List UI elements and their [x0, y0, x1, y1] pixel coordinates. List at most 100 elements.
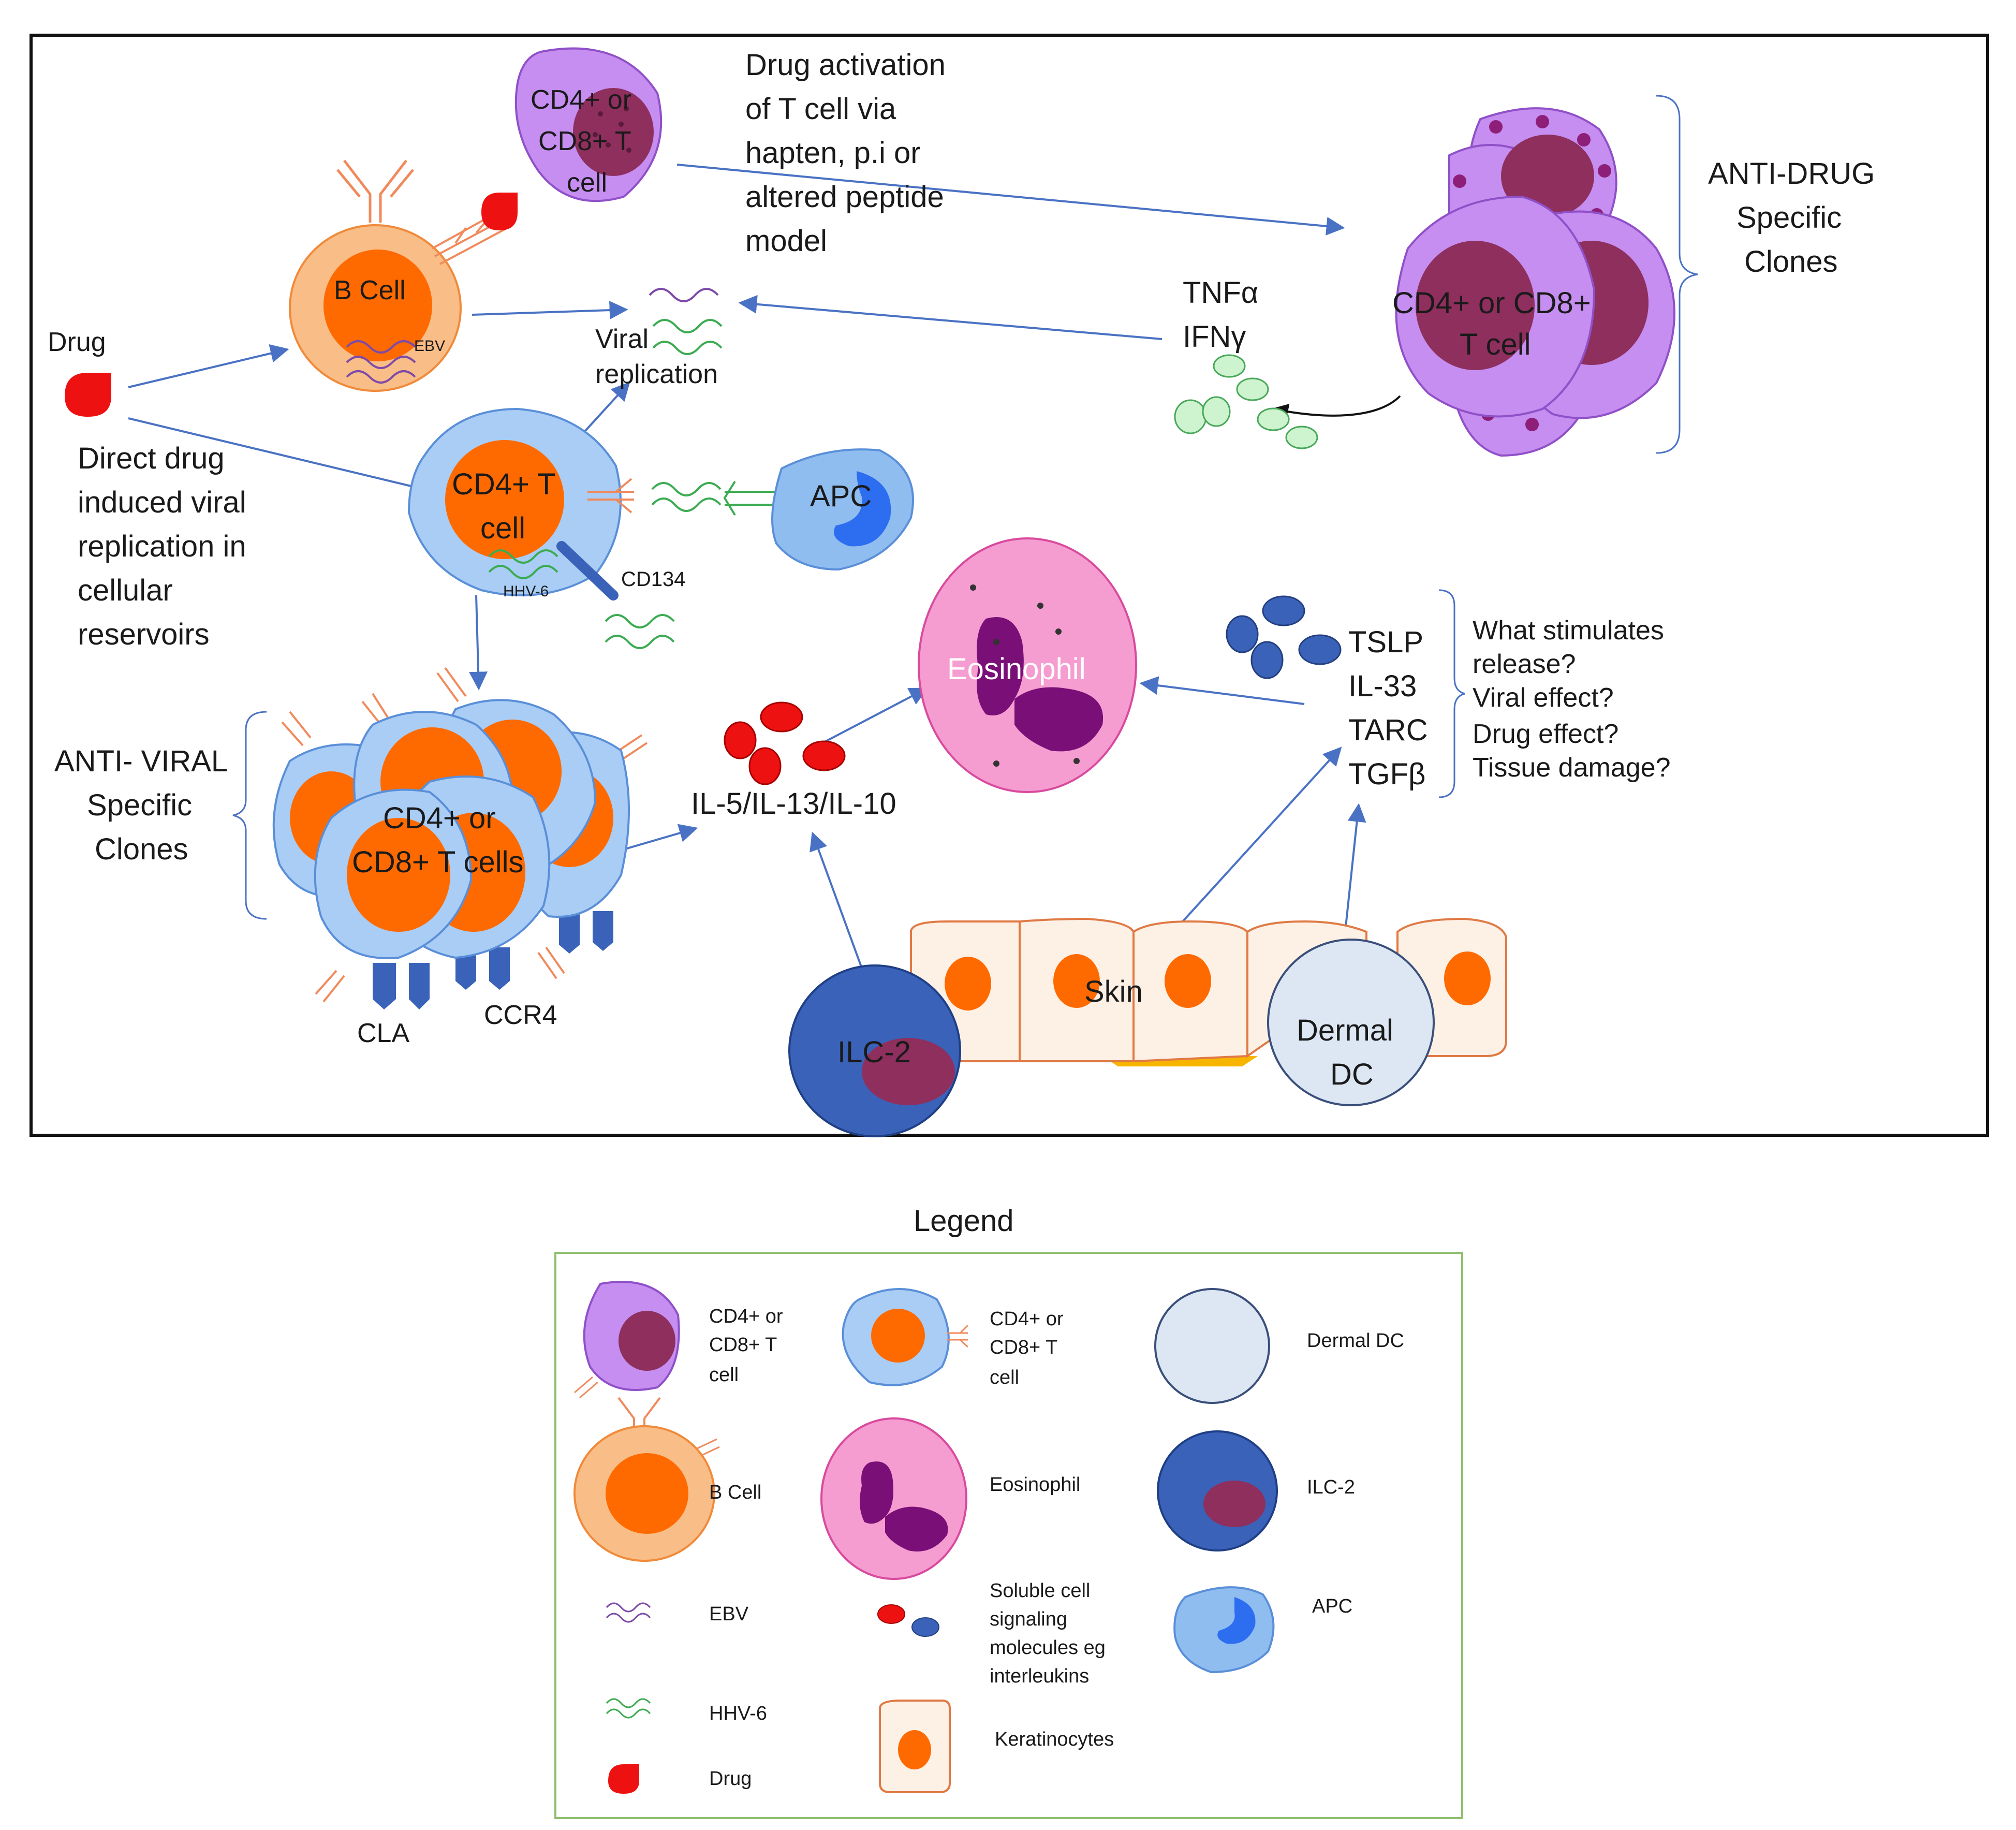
blue-cytokine-dots	[1226, 595, 1342, 679]
ifn-label: IFNγ	[1183, 320, 1246, 354]
anti-drug-cells-line-1: CD4+ or CD8+	[1392, 286, 1591, 320]
drug-activation-text: Drug activation of T cell via hapten, p.…	[745, 48, 946, 258]
top-tcell-line-1: CD4+ or	[531, 85, 631, 115]
anti-drug-clones: CD4+ or CD8+ T cell	[1392, 107, 1675, 457]
cla-label: CLA	[357, 1018, 409, 1048]
question-line-3: Viral effect?	[1473, 683, 1614, 713]
antibody-icon	[336, 159, 414, 223]
legend-box	[554, 1252, 1463, 1819]
legend-title: Legend	[914, 1204, 1014, 1238]
legend-soluble-line-1: Soluble cell	[990, 1580, 1090, 1602]
ilc2-cell: ILC-2	[788, 964, 961, 1137]
legend-item-blue-tcell: CD4+ or CD8+ T cell	[842, 1288, 1064, 1388]
anti-drug-line-2: Specific	[1737, 201, 1842, 235]
skin-label: Skin	[1084, 975, 1143, 1008]
hhv6-icon	[651, 482, 722, 512]
legend-item-ilc2: ILC-2	[1157, 1430, 1355, 1551]
arrow-il-to-eos	[817, 687, 929, 746]
top-tcell-line-3: cell	[567, 168, 607, 198]
legend-ilc2-label: ILC-2	[1307, 1476, 1355, 1498]
anti-drug-label: ANTI-DRUG Specific Clones	[1708, 157, 1875, 279]
mhc-receptor-icon	[723, 480, 776, 516]
arrow-drug-to-cd4	[128, 417, 437, 497]
cytokine-bracket	[1438, 589, 1465, 798]
arrow-tnf-to-viral	[738, 295, 1162, 340]
apc-label: APC	[810, 479, 872, 513]
anti-viral-line-3: Clones	[95, 832, 188, 866]
legend-item-purple-tcell: CD4+ or CD8+ T cell	[574, 1281, 783, 1399]
viral-replication: Viral replication	[595, 288, 723, 389]
question-line-5: Tissue damage?	[1473, 753, 1671, 783]
cd4-center-line-2: cell	[480, 511, 525, 545]
legend-apc-label: APC	[1312, 1595, 1352, 1617]
arrow-bcell-to-viral	[472, 301, 628, 320]
viral-label: Viral	[595, 324, 649, 354]
ccr4-receptors	[373, 911, 613, 1009]
anti-viral-line-1: ANTI- VIRAL	[54, 744, 228, 778]
b-cell: B Cell EBV	[289, 159, 518, 392]
eosinophil-label: Eosinophil	[947, 652, 1086, 686]
skin-layer: Skin	[910, 917, 1507, 1066]
anti-drug-line-1: ANTI-DRUG	[1708, 157, 1875, 191]
legend-keratinocytes-label: Keratinocytes	[995, 1729, 1114, 1750]
cytokine-dots	[1174, 354, 1318, 449]
legend-item-eosinophil: Eosinophil	[820, 1417, 1080, 1580]
tnf-label: TNFα	[1183, 276, 1258, 310]
anti-viral-bracket	[232, 711, 267, 920]
direct-drug-text: Direct drug induced viral replication in…	[78, 442, 246, 651]
legend-blue-line-3: cell	[990, 1367, 1019, 1388]
question-line-4: Drug effect?	[1473, 719, 1618, 749]
ilc2-label: ILC-2	[837, 1035, 911, 1069]
receptor-icon	[587, 478, 634, 514]
dermal-dc-line-2: DC	[1330, 1058, 1374, 1091]
red-cytokine-dots	[724, 701, 846, 785]
legend-ebv-label: EBV	[709, 1603, 749, 1625]
top-tcell-line-2: CD8+ T	[538, 126, 631, 156]
direct-drug-line-1: Direct drug	[78, 442, 225, 475]
legend-soluble-line-3: molecules eg	[990, 1637, 1106, 1659]
questions-text: What stimulates release? Viral effect? D…	[1473, 616, 1671, 783]
arrow-dc-to-cytokines	[1345, 803, 1366, 927]
apc-cell: APC	[651, 448, 914, 571]
drug-activation-line-5: model	[745, 224, 827, 258]
drug-activation-line-3: hapten, p.i or	[745, 136, 921, 170]
dermal-dc-line-1: Dermal	[1297, 1014, 1393, 1047]
legend-purple-line-1: CD4+ or	[709, 1306, 783, 1327]
drug-icon	[65, 373, 111, 417]
anti-drug-cells-line-2: T cell	[1460, 328, 1531, 361]
arrows	[128, 164, 1366, 969]
direct-drug-line-5: reservoirs	[78, 618, 210, 651]
tarc-label: TARC	[1348, 713, 1428, 747]
direct-drug-line-2: induced viral	[78, 486, 246, 519]
hhv6-icon	[652, 319, 723, 333]
drug-label: Drug	[48, 327, 106, 357]
legend-hhv6-label: HHV-6	[709, 1703, 767, 1724]
legend-item-apc: APC	[1173, 1586, 1352, 1674]
arrow-ilc2-to-il	[810, 831, 863, 969]
legend-eosinophil-label: Eosinophil	[990, 1474, 1080, 1496]
ebv-icon	[346, 340, 416, 384]
cd4-t-cell: CD4+ T cell HHV-6 CD134	[407, 407, 686, 649]
legend-soluble-line-2: signaling	[990, 1608, 1067, 1630]
legend-soluble-line-4: interleukins	[990, 1665, 1089, 1687]
arrow-drug-to-bcell	[128, 344, 289, 388]
question-line-2: release?	[1473, 649, 1576, 679]
ebv-small-label: EBV	[414, 338, 445, 355]
drug-activation-line-1: Drug activation	[745, 48, 946, 82]
legend-item-drug: Drug	[608, 1764, 752, 1794]
anti-drug-bracket	[1656, 95, 1698, 454]
legend-item-keratinocytes: Keratinocytes	[879, 1700, 1114, 1793]
top-t-cell: CD4+ or CD8+ T cell	[514, 47, 663, 202]
drug-on-bcell-icon	[481, 193, 518, 230]
legend-blue-line-1: CD4+ or	[990, 1308, 1064, 1330]
hhv6-icon	[605, 614, 675, 649]
cd134-label: CD134	[621, 568, 686, 591]
drug-activation-line-2: of T cell via	[745, 92, 896, 126]
hhv6-icon	[488, 549, 558, 579]
anti-viral-cells-line-1: CD4+ or	[383, 801, 496, 835]
anti-drug-line-3: Clones	[1744, 245, 1838, 279]
cytokine-list: TSLP IL-33 TARC TGFβ	[1348, 625, 1428, 791]
anti-viral-clones: CD4+ or CD8+ T cells	[272, 667, 648, 1009]
replication-label: replication	[595, 359, 718, 389]
